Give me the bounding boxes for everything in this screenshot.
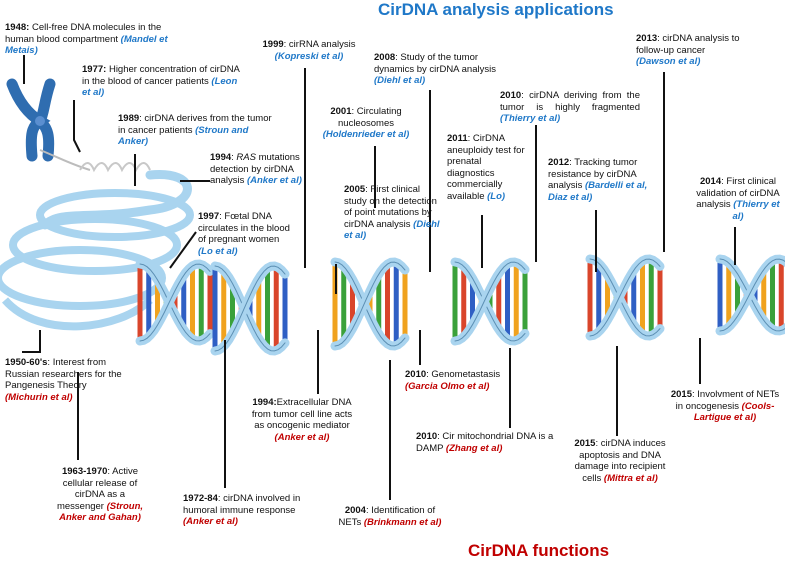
helix-backbone: [454, 261, 526, 342]
dna-helix-segments: [135, 254, 785, 356]
annotation-1977: 1977: Higher concentration of cirDNA in …: [82, 64, 240, 98]
annotation-2012: 2012: Tracking tumor resistance by cirDN…: [548, 157, 648, 203]
pointer-line: [169, 231, 197, 269]
annotation-1950-60s: 1950-60's: Interest from Russian researc…: [5, 357, 122, 403]
pointer-lines: [22, 55, 736, 500]
annotation-2013: 2013: cirDNA analysis to follow-up cance…: [636, 33, 740, 67]
pointer-line: [22, 330, 41, 353]
helix-backbone: [214, 265, 286, 352]
coiled-dna-strand: [0, 149, 194, 331]
chromosome-icon: [6, 78, 56, 162]
annotation-1989: 1989: cirDNA derives from the tumor in c…: [118, 113, 272, 147]
annotation-2011: 2011: CirDNA aneuploidy test for prenata…: [447, 133, 525, 202]
annotation-1994-oncogenic: 1994:Extracellular DNA from tumor cell l…: [251, 397, 353, 443]
annotation-1994-ras: 1994: RAS mutations detection by cirDNA …: [210, 152, 302, 186]
annotation-1997: 1997: Fœtal DNA circulates in the blood …: [198, 211, 290, 257]
annotation-1972-84: 1972-84: cirDNA involved in humoral immu…: [183, 493, 301, 527]
annotation-2010-fragmented: 2010: cirDNA deriving from the tumor is …: [500, 90, 640, 124]
functions-title: CirDNA functions: [468, 541, 610, 560]
annotation-2015-apoptosis: 2015: cirDNA induces apoptosis and DNA d…: [574, 438, 666, 484]
annotation-2014: 2014: First clinical validation of cirDN…: [696, 176, 780, 222]
annotation-2010-damp: 2010: Cir mitochondrial DNA is a DAMP (Z…: [416, 431, 554, 454]
pointer-line: [73, 100, 81, 153]
helix-backbone: [589, 258, 661, 337]
helix-backbone: [719, 258, 785, 332]
helix-backbone: [214, 265, 286, 352]
annotation-2004: 2004: Identification of NETs (Brinkmann …: [338, 505, 442, 528]
helix-backbone: [454, 261, 526, 342]
annotation-1999: 1999: cirRNA analysis (Kopreski et al): [262, 39, 356, 62]
applications-title: CirDNA analysis applications: [378, 0, 614, 19]
helix-backbone: [589, 258, 661, 337]
annotation-1963-1970: 1963-1970: Active cellular release of ci…: [56, 466, 144, 523]
helix-backbone: [139, 263, 211, 342]
annotation-2001: 2001: Circulating nucleosomes (Holdenrie…: [322, 106, 410, 140]
annotation-2010-genometastasis: 2010: Genometastasis (Garcia Olmo et al): [405, 369, 501, 392]
annotation-2005: 2005: First clinical study on the detect…: [344, 184, 440, 241]
annotation-2015-nets: 2015: Involvment of NETs in oncogenesis …: [670, 389, 780, 423]
helix-backbone: [334, 261, 406, 347]
helix-backbone: [139, 263, 211, 342]
helix-backbone: [719, 258, 785, 332]
annotation-1948: 1948: Cell-free DNA molecules in the hum…: [5, 22, 168, 56]
annotation-2008: 2008: Study of the tumor dynamics by cir…: [374, 52, 496, 86]
helix-backbone: [334, 261, 406, 347]
